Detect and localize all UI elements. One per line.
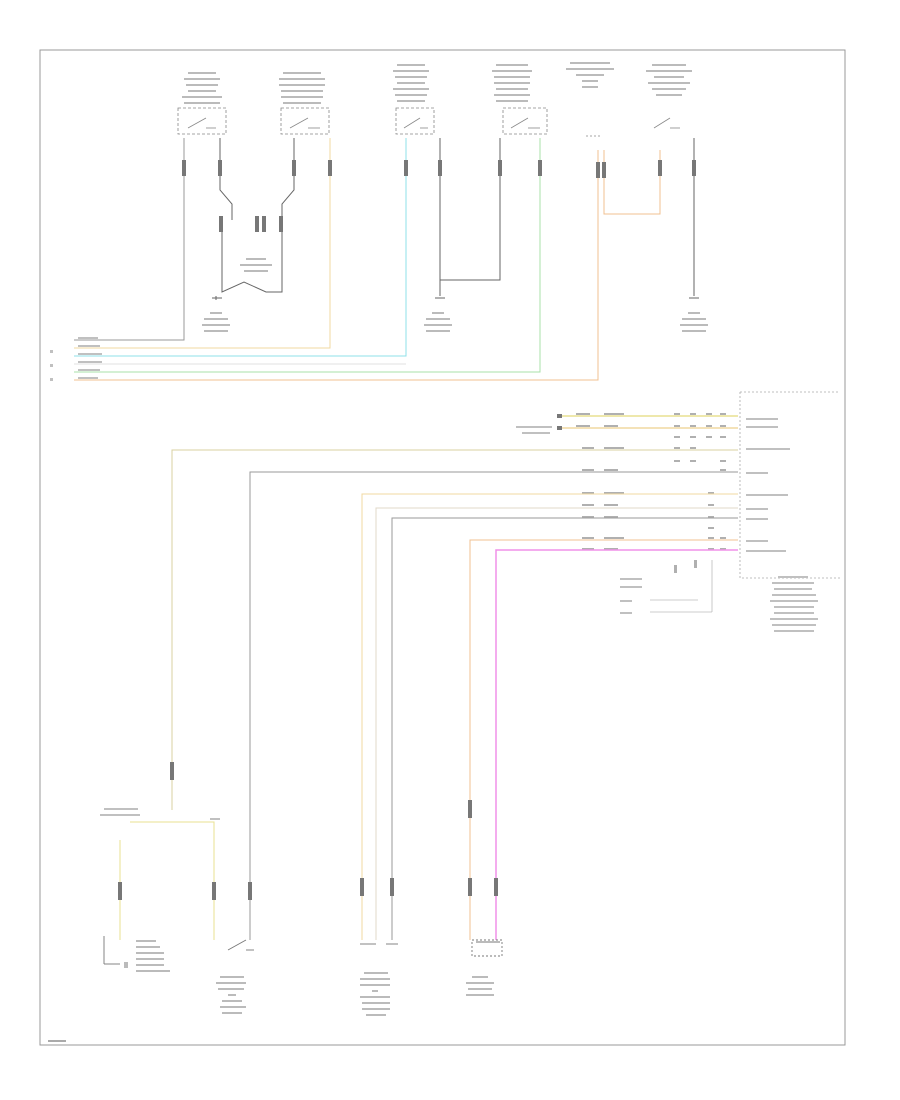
module-wire-codes	[576, 413, 726, 573]
top-wires	[74, 138, 695, 381]
switch-label-2	[279, 72, 325, 104]
module-left-labels	[516, 426, 713, 614]
switch-symbols	[177, 107, 680, 137]
lower-component-labels	[124, 940, 494, 1016]
switch-label-4	[492, 64, 532, 102]
switch-label-3	[393, 64, 429, 102]
ground-labels	[202, 258, 708, 332]
switch-label-1	[182, 72, 222, 104]
splice-label	[100, 808, 220, 820]
lower-wires	[119, 449, 738, 940]
module-pin-labels	[746, 418, 818, 632]
diagram-code	[48, 1040, 66, 1042]
diagram-frame	[39, 49, 846, 1046]
lower-components	[103, 936, 503, 965]
connector-pins	[182, 160, 696, 232]
switch-label-5	[566, 62, 614, 88]
lower-connector-pins	[118, 762, 498, 900]
bus-terminals	[557, 414, 562, 430]
switch-label-6	[646, 64, 692, 96]
control-module	[516, 391, 840, 632]
bundle-labels	[50, 337, 102, 381]
top-switch-group	[50, 62, 708, 381]
module-bus	[560, 415, 738, 429]
